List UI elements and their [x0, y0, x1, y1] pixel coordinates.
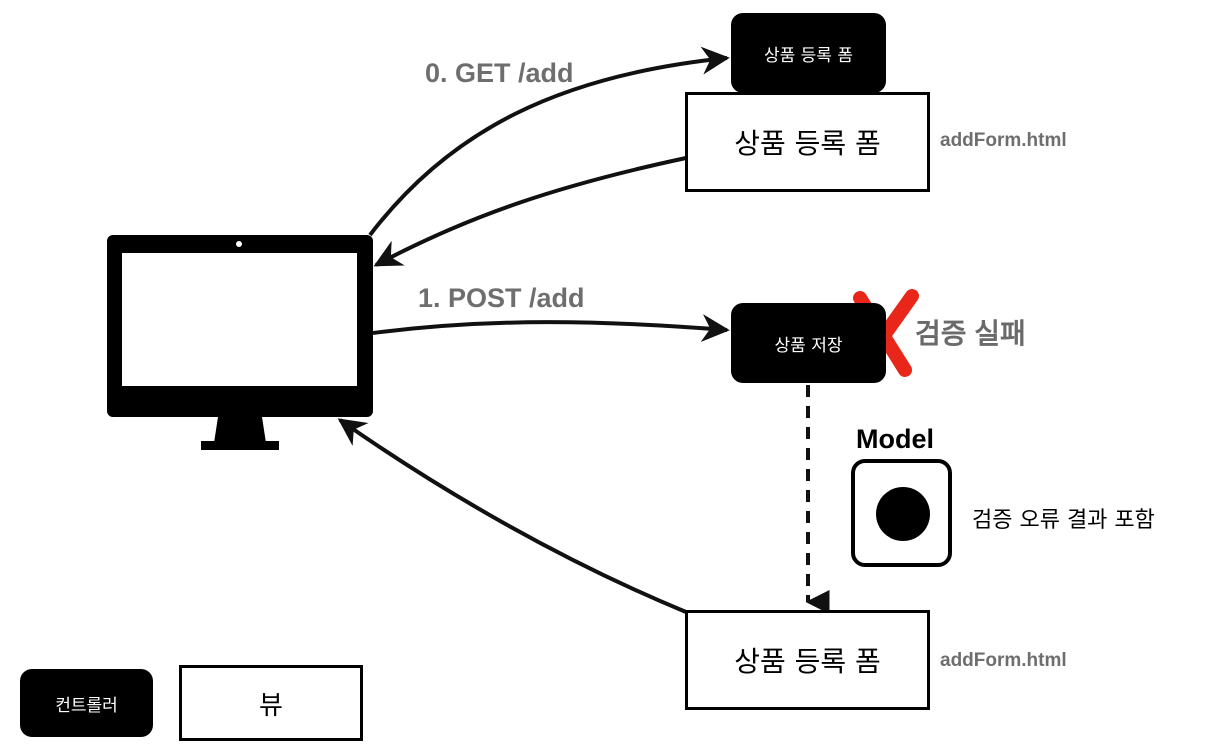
controller-form-label: 상품 등록 폼 [763, 45, 853, 66]
arrow-post-request [372, 314, 730, 342]
controller-save-label: 상품 저장 [774, 335, 843, 356]
arrow-top-view-response [373, 156, 687, 267]
legend-view-label: 뷰 [259, 690, 283, 721]
view-top-label: 상품 등록 폼 [734, 127, 881, 160]
get-request-label: 0. GET /add [425, 58, 574, 88]
validation-failure-label: 검증 실패 [915, 318, 1026, 349]
controller-save-box: 상품 저장 [731, 303, 886, 383]
arrow-bottom-view-response [337, 418, 687, 614]
legend-controller: 컨트롤러 [20, 669, 153, 737]
view-top-box: 상품 등록 폼 [685, 92, 930, 192]
model-icon [851, 459, 952, 567]
client-monitor-icon [107, 235, 373, 450]
controller-form-box: 상품 등록 폼 [731, 13, 886, 93]
view-bottom-label: 상품 등록 폼 [734, 645, 881, 678]
view-bottom-box: 상품 등록 폼 [685, 610, 930, 710]
legend-view: 뷰 [179, 665, 363, 741]
legend-controller-label: 컨트롤러 [55, 695, 118, 716]
post-request-label: 1. POST /add [418, 283, 585, 313]
view-bottom-file: addForm.html [940, 650, 1067, 671]
model-description: 검증 오류 결과 포함 [972, 508, 1155, 533]
model-title: Model [856, 424, 934, 454]
arrow-get-request [368, 46, 730, 237]
view-top-file: addForm.html [940, 130, 1067, 151]
